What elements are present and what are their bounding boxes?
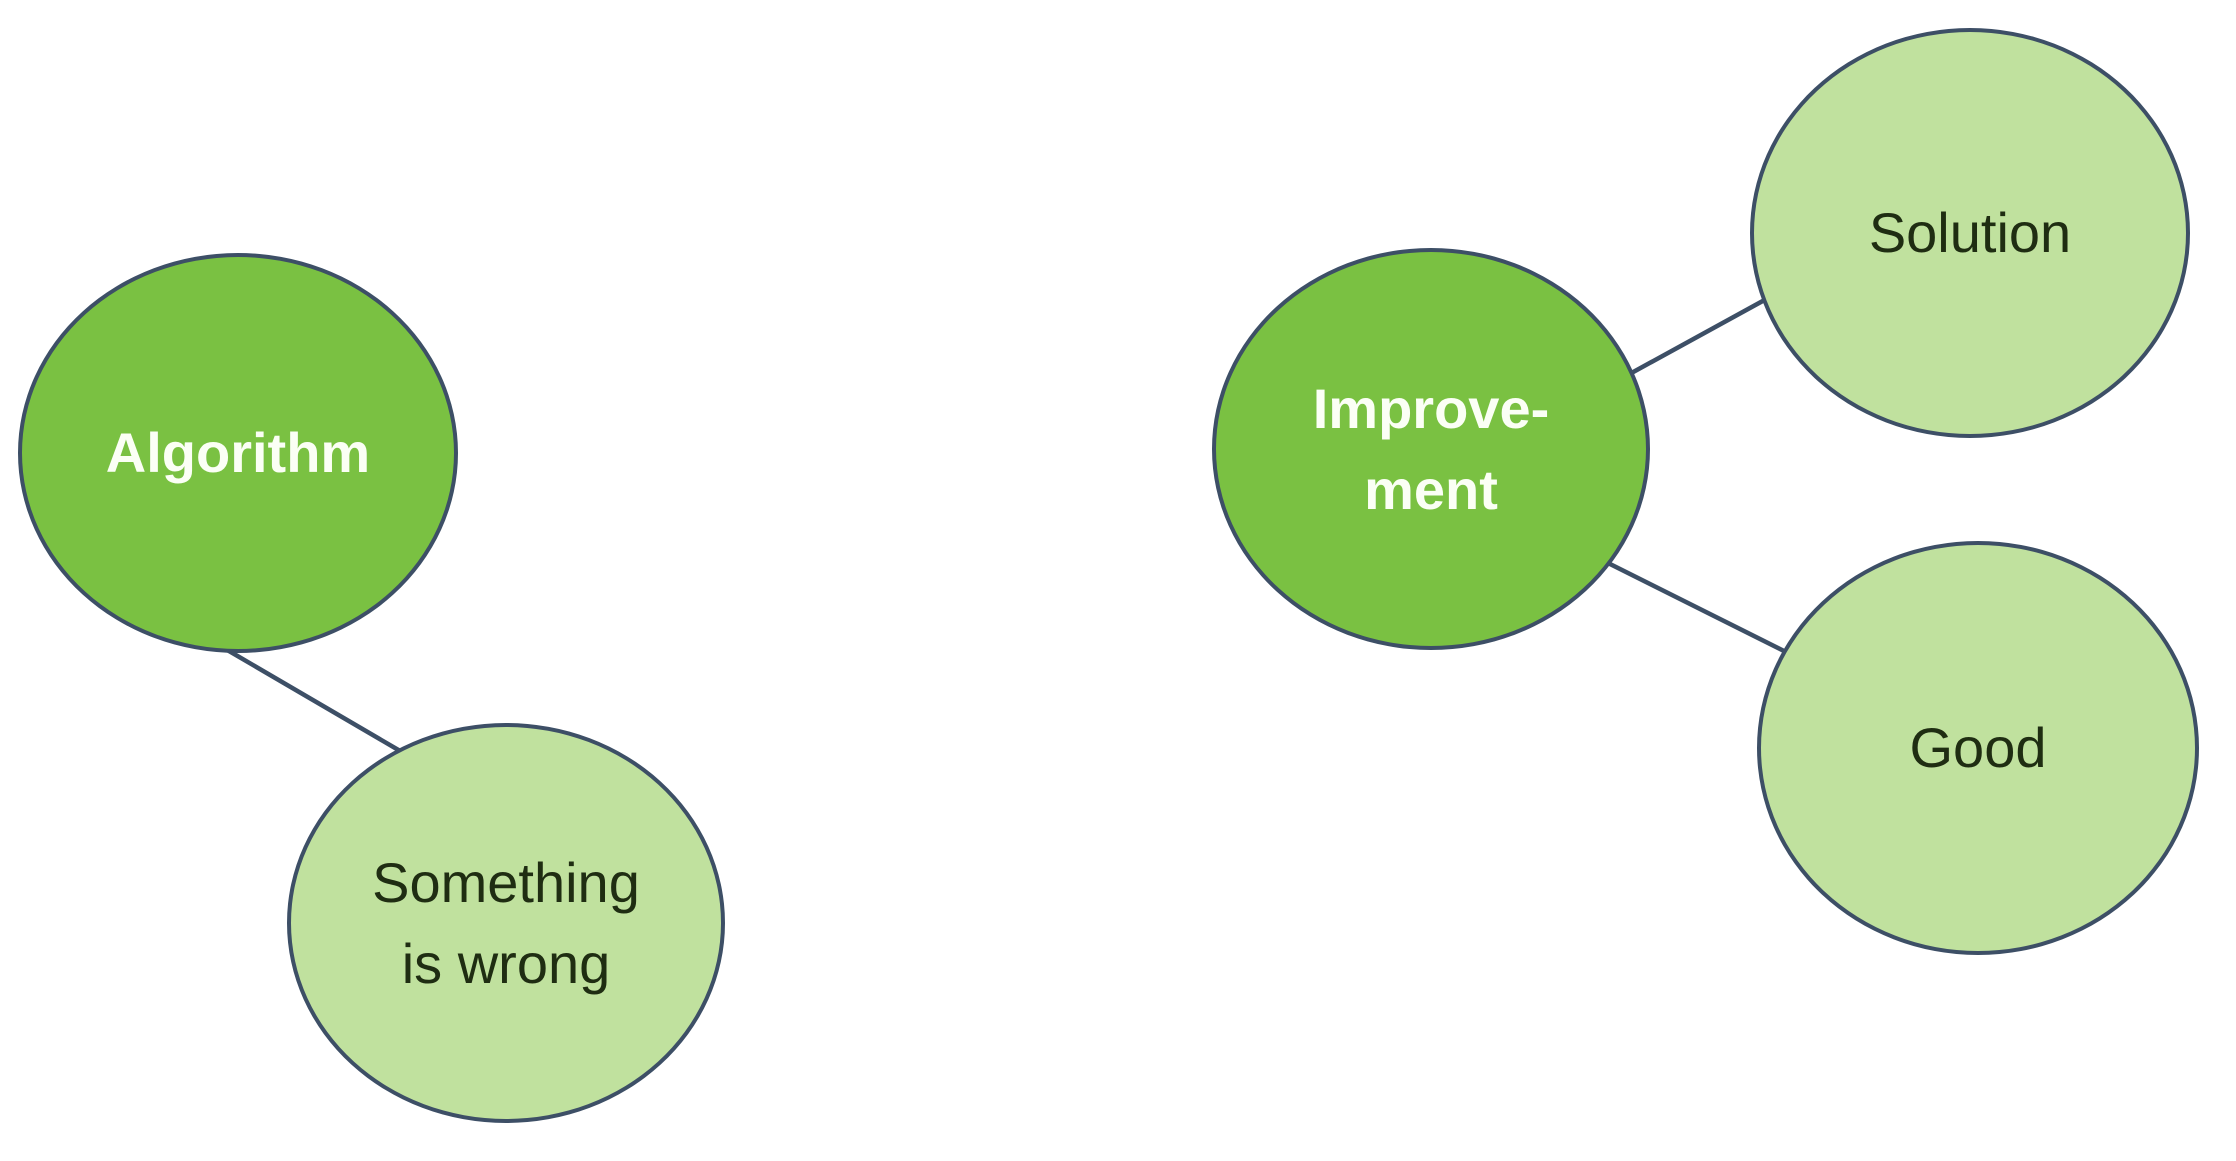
node-improvement-label-line1: Improve-	[1312, 376, 1550, 440]
connector-improvement-good	[1601, 558, 1793, 657]
node-good: Good	[1757, 541, 2199, 955]
node-solution: Solution	[1750, 28, 2190, 438]
node-solution-label: Solution	[1868, 201, 2072, 265]
node-algorithm-label: Algorithm	[105, 421, 371, 485]
node-good-label: Good	[1909, 716, 2047, 780]
node-something-is-wrong-label-line1: Something	[372, 850, 640, 914]
node-improvement: Improve- ment	[1212, 248, 1650, 650]
connector-algorithm-something	[214, 641, 410, 758]
node-something-is-wrong: Something is wrong	[287, 723, 725, 1123]
node-improvement-label-line2: ment	[1364, 458, 1498, 521]
node-algorithm: Algorithm	[18, 253, 458, 653]
node-something-is-wrong-label-line2: is wrong	[401, 932, 611, 995]
connector-improvement-solution	[1623, 294, 1773, 379]
